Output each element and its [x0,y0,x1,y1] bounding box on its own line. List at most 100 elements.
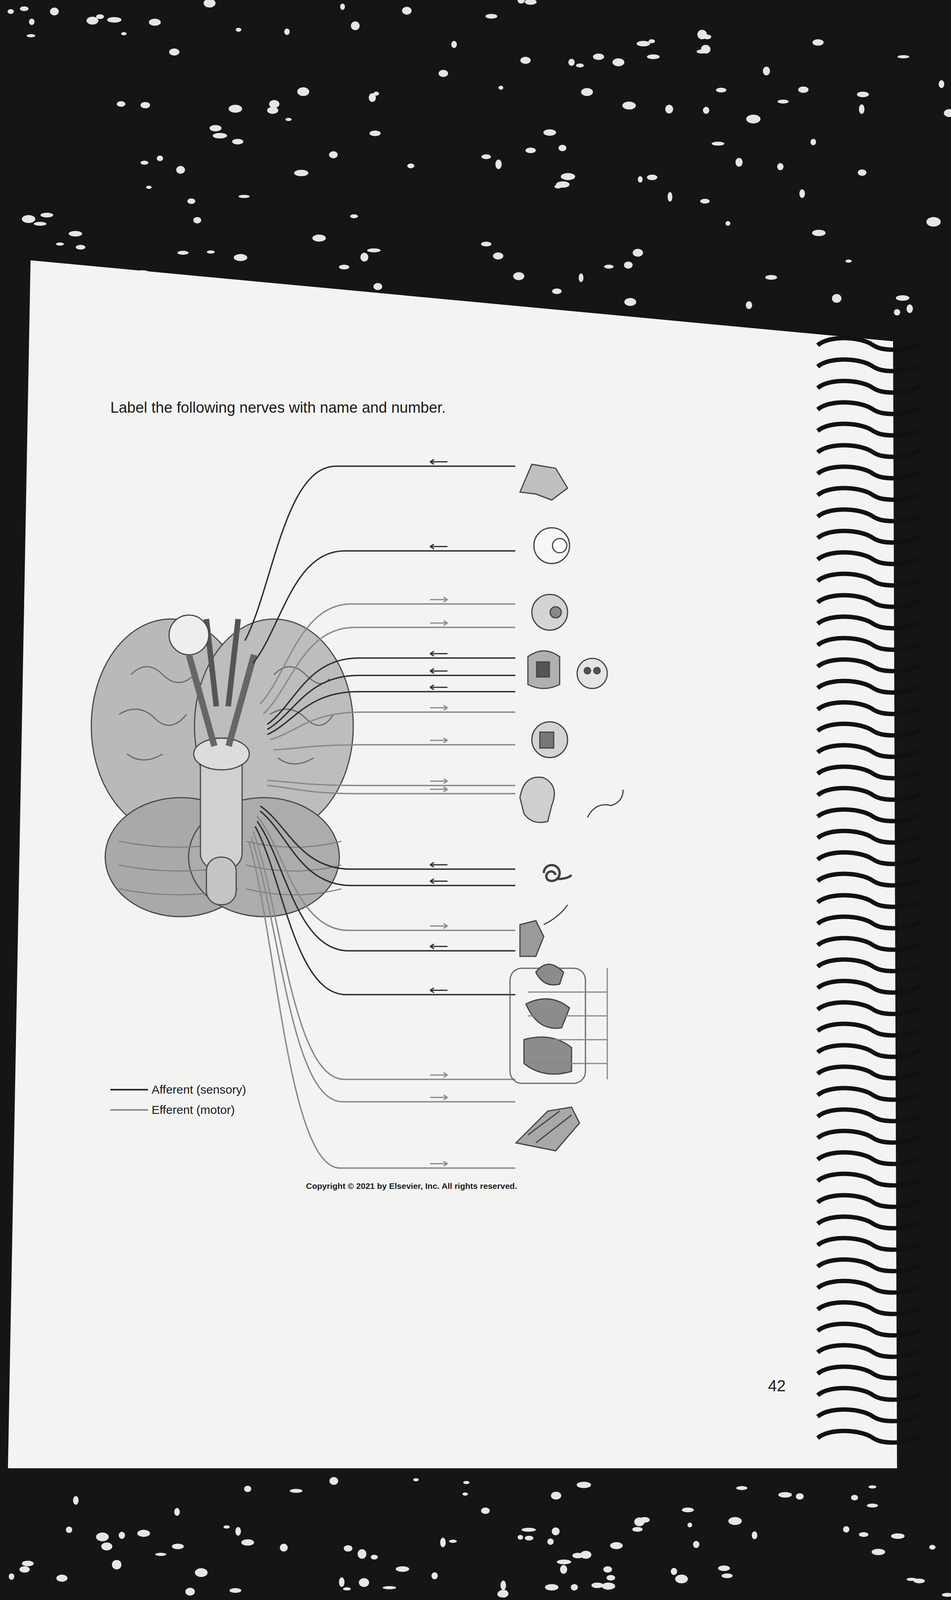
blanket-dot [244,1486,252,1493]
blanket-dot [926,217,941,227]
nerve-line [257,821,516,951]
binding-coil [817,1066,921,1079]
blanket-dot [107,17,122,23]
blanket-dot [623,261,633,269]
binding-coil [817,1024,921,1036]
blanket-dot [19,6,29,12]
blanket-dots [7,0,951,1598]
blanket-dot [209,125,222,132]
binding-coil [817,423,921,436]
blanket-dot [513,272,525,281]
blanket-dot [223,1525,230,1529]
legend-text-box: Afferent (sensory) [151,1083,247,1097]
blanket-dot [543,129,557,136]
binding-coil [817,595,921,607]
blanket-dot [857,169,867,176]
binding-coil [817,1238,921,1250]
blanket-dot [735,157,743,167]
blanket-dot [229,1588,242,1594]
blanket-dot [858,104,865,114]
blanket-dot [906,304,913,314]
eye-figure [533,527,570,564]
binding-coil [817,509,921,522]
blanket-dot [451,40,457,49]
binding-coil [817,1152,921,1165]
nerve-line [257,816,516,931]
binding-coil [817,1281,921,1293]
blanket-dot [558,144,567,152]
blanket-dot [895,295,910,301]
copyright-note-box: Copyright © 2021 by Elsevier, Inc. All r… [306,1181,518,1192]
blanket-dot [603,1566,613,1573]
blanket-dot [765,275,778,280]
binding-coil [817,1109,921,1122]
direction-arrow [429,1095,448,1100]
blanket-dot [866,1503,878,1508]
binding-coil [817,873,921,886]
blanket-dot [279,1543,288,1552]
eye-muscles-figure [531,594,568,631]
binding-coil [817,852,921,865]
direction-arrow [429,787,448,792]
blanket-dot [498,85,504,90]
blanket-dot [856,91,869,98]
blanket-dot [169,48,180,56]
legend-text: Efferent (motor) [151,1103,235,1117]
page-title: Label the following nerves with name and… [110,399,446,416]
blanket-dot [624,298,637,307]
nerve-line [244,466,516,642]
blanket-dot [524,0,537,5]
binding-coil [817,1259,921,1272]
nose-figure [519,464,568,501]
binding-coil [817,766,921,779]
blanket-dot [492,252,504,260]
direction-arrow [429,944,448,950]
blanket-dot [111,1560,122,1570]
head-figure [519,777,555,823]
blanket-dot [568,58,575,66]
page-number-box: 42 [768,1377,786,1396]
blanket-dot [700,198,710,204]
blanket-dot [28,18,35,26]
blanket-dot [831,294,842,303]
direction-arrow [429,878,448,884]
blanket-dot [235,27,242,32]
binding-coil [817,702,921,715]
blanket-dot [556,181,570,188]
binding-coil [817,1388,921,1400]
blanket-dot [212,132,228,139]
blanket-dot [284,28,290,35]
blanket-dot [481,1507,490,1515]
nerve-lines [244,459,516,1169]
blanket-dot [521,1528,536,1533]
blanket-dot [329,151,338,159]
throat-figure [519,920,544,957]
binding-coil [817,616,921,629]
blanket-dot [203,0,216,8]
direction-arrow [429,988,448,994]
binding-coil [817,916,921,929]
blanket-dot [681,1507,694,1513]
blanket-dot [329,1477,339,1486]
blanket-dot [799,189,805,199]
nerve-line [270,712,516,740]
blanket-dot [500,1580,507,1591]
blanket-dot [897,55,910,59]
nerve-line [248,841,516,1169]
blanket-dot [140,102,151,109]
binding-coil [817,745,921,757]
nerve-line [253,550,516,664]
blanket-dot [33,221,47,226]
blanket-dot [812,39,824,46]
blanket-dot [297,87,310,97]
page-number: 42 [768,1377,786,1395]
direction-arrow [429,1072,448,1078]
binding-coil [817,1131,921,1143]
brain-illustration [91,615,354,917]
blanket-dot [343,1545,353,1552]
blanket-dot [591,1582,604,1589]
blanket-dot [206,250,215,254]
blanket-dot [578,273,584,283]
copyright-note: Copyright © 2021 by Elsevier, Inc. All r… [306,1181,518,1191]
